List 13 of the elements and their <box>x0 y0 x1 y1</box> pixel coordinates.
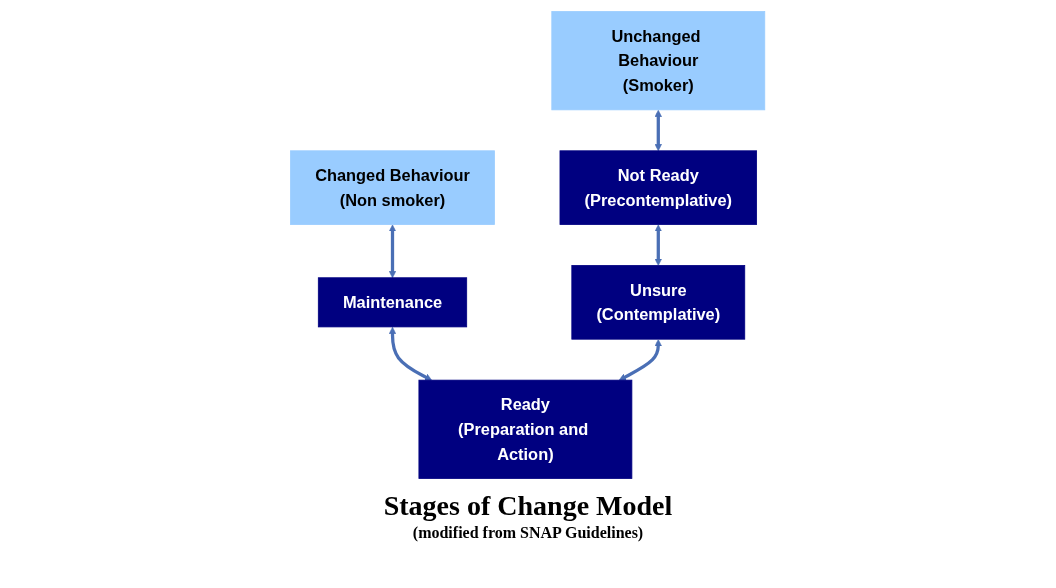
diagram-caption: (modified from SNAP Guidelines) <box>412 524 644 542</box>
node-box: Maintenance <box>318 277 468 328</box>
arrow <box>389 224 397 279</box>
arrow <box>619 339 663 381</box>
arrow <box>389 326 433 381</box>
node-box: Ready (Preparation and Action) <box>418 379 633 479</box>
node-box: Unsure (Contemplative) <box>571 265 746 340</box>
arrow <box>655 224 663 266</box>
node-box: Unchanged Behaviour (Smoker) <box>551 11 766 111</box>
node-box: Not Ready (Precontemplative) <box>559 150 758 225</box>
diagram-title: Stages of Change Model <box>383 490 673 522</box>
node-box: Changed Behaviour (Non smoker) <box>290 150 496 225</box>
arrow <box>655 109 663 152</box>
